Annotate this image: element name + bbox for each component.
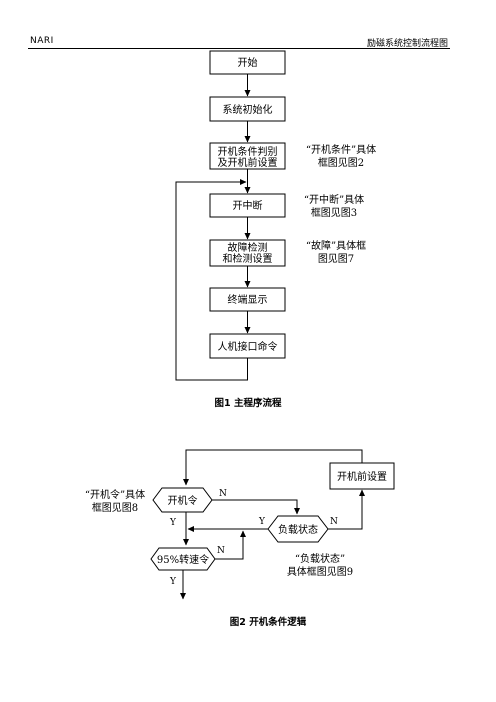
header-rule (28, 48, 450, 49)
step-interrupt-label: 开中断 (233, 199, 263, 212)
note-start-cmd-2: 框图见图8 (92, 501, 138, 514)
step-hmi-box (209, 333, 286, 359)
note-load-state-2: 具体框图见图9 (287, 565, 353, 578)
step-fault-box (209, 239, 286, 267)
pre-start-setup-box (329, 462, 395, 490)
arrow-start-n (212, 499, 300, 515)
label-n-load: N (330, 517, 338, 527)
step-init-box (209, 96, 286, 122)
speed-cmd-label: 95%转速令 (157, 553, 209, 566)
label-y-start: Y (169, 518, 177, 528)
label-y-speed: Y (169, 577, 177, 587)
arrow-speed-n (215, 530, 246, 560)
start-cmd-label: 开机令 (168, 494, 198, 507)
figure1-caption: 图1 主程序流程 (215, 397, 282, 409)
note-fault-2: 图见图7 (318, 253, 354, 265)
header-left: NARI (30, 36, 54, 46)
arrow-feedback-top (183, 449, 363, 486)
label-n-start: N (219, 489, 227, 499)
step-start-label: 开始 (238, 56, 258, 69)
note-start-cmd-1: “开机令”具体 (85, 488, 145, 501)
step-fault-label-1: 故障检测 (228, 241, 268, 254)
step-init-label: 系统初始化 (223, 103, 273, 116)
step-hmi-label: 人机接口命令 (218, 340, 278, 353)
label-y-load: Y (258, 517, 266, 527)
note-condition-1: “开机条件”具体 (306, 143, 376, 156)
arrow-load-n (328, 489, 365, 530)
label-n-speed: N (217, 546, 225, 556)
note-interrupt-2: 框图见图3 (311, 206, 357, 219)
note-interrupt-1: “开中断”具体 (304, 193, 364, 206)
note-load-state-1: “负载状态” (295, 552, 345, 565)
note-condition-2: 框图见图2 (318, 156, 364, 169)
step-fault-label-2: 和检测设置 (223, 252, 273, 265)
figure2: 开机令 N Y 负载状态 Y N 开机前设置 95%转速令 N Y “开机令”具… (85, 449, 395, 628)
figure1: 开始 系统初始化 开机条件判别 及开机前设置 开中断 故障检测 和检测设置 终端… (175, 50, 376, 409)
figure2-caption: 图2 开机条件逻辑 (230, 616, 307, 628)
step-condition-label-1: 开机条件判别 (218, 145, 278, 158)
header-right: 励磁系统控制流程图 (366, 39, 448, 49)
pre-start-setup-label: 开机前设置 (337, 470, 387, 483)
note-fault-1: “故障”具体框 (306, 239, 366, 252)
step-display-label: 终端显示 (228, 293, 268, 306)
step-condition-label-2: 及开机前设置 (218, 156, 278, 169)
load-state-label: 负载状态 (278, 523, 318, 536)
loop-arrow (175, 179, 248, 381)
